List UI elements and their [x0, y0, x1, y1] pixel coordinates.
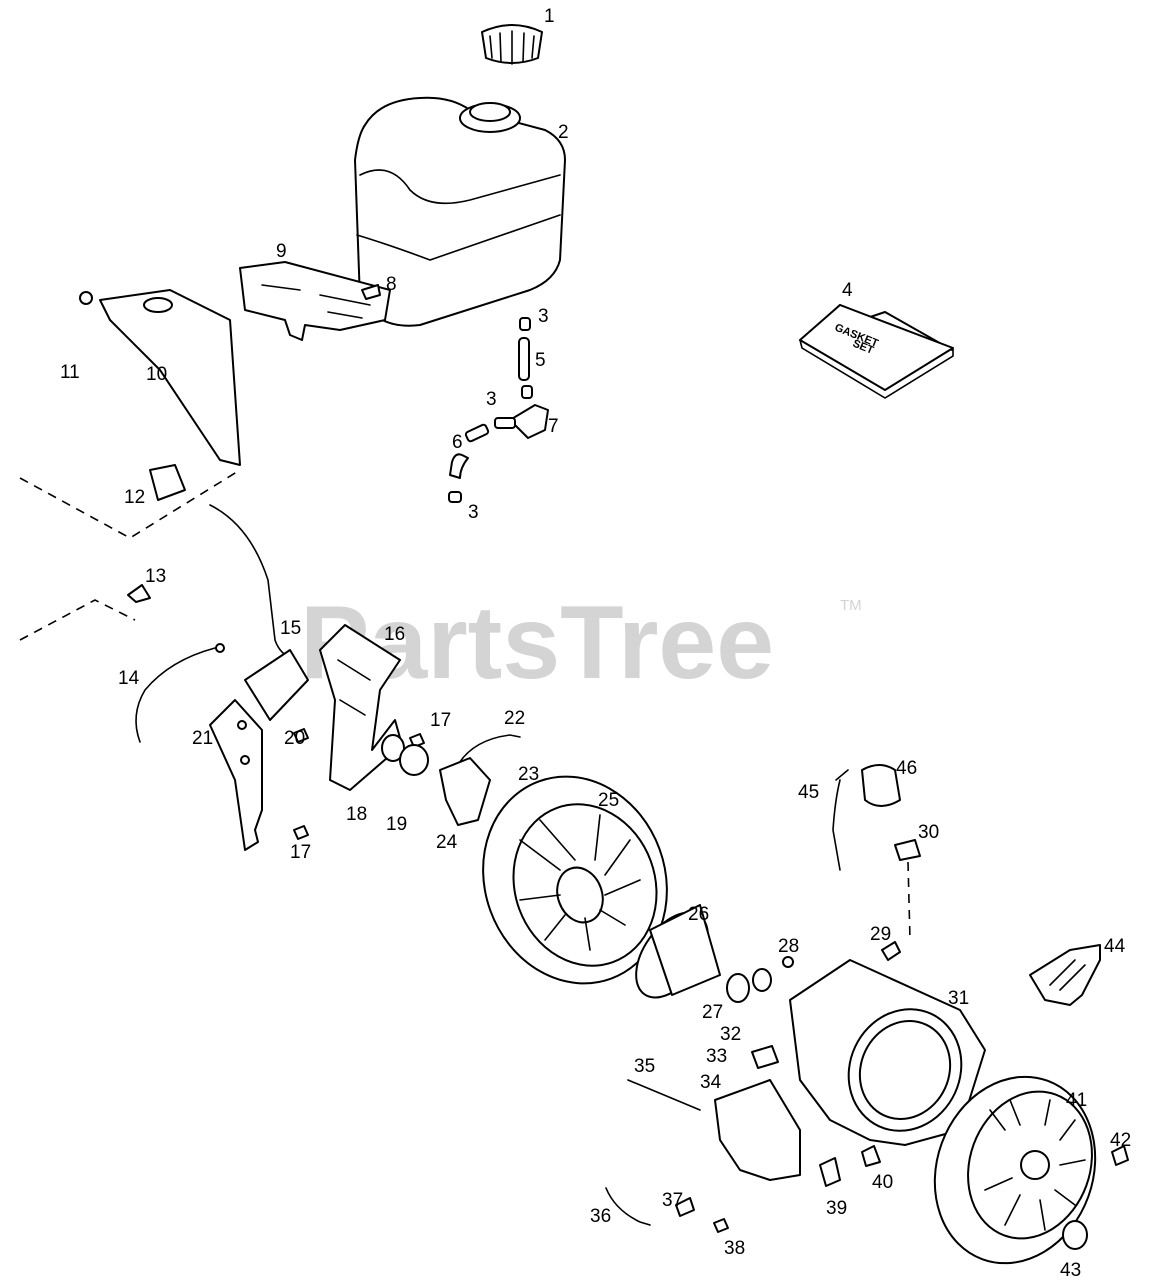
bushings[interactable] [381, 734, 429, 776]
callout-17: 17 [430, 710, 451, 731]
callout-40: 40 [872, 1172, 893, 1193]
callout-6: 6 [452, 432, 463, 453]
callout-10: 10 [146, 364, 167, 385]
starter-cup[interactable] [622, 900, 772, 1011]
callout-28: 28 [778, 936, 799, 957]
callout-27: 27 [702, 1002, 723, 1023]
fuel-line-assembly[interactable] [448, 317, 549, 503]
throttle-assembly[interactable] [605, 1079, 881, 1233]
callout-30: 30 [918, 822, 939, 843]
callout-35: 35 [634, 1056, 655, 1077]
callout-41: 41 [1066, 1090, 1087, 1111]
callout-21: 21 [192, 728, 213, 749]
recoil-starter[interactable] [909, 1054, 1121, 1280]
watermark-trademark: TM [840, 597, 862, 614]
gasket-set[interactable]: GASKET SET [799, 304, 954, 399]
callout-18: 18 [346, 804, 367, 825]
callout-17: 17 [290, 842, 311, 863]
callout-34: 34 [700, 1072, 722, 1093]
callout-24: 24 [436, 832, 458, 853]
callout-32: 32 [720, 1024, 741, 1045]
fuel-cap[interactable] [481, 24, 543, 65]
fuel-tank[interactable] [354, 96, 566, 327]
callout-2: 2 [558, 122, 569, 143]
callout-22: 22 [504, 708, 525, 729]
callout-11: 11 [60, 362, 80, 383]
upper-brackets[interactable] [79, 261, 391, 501]
callout-8: 8 [386, 274, 397, 295]
recoil-hardware[interactable] [1029, 944, 1129, 1250]
callout-25: 25 [598, 790, 619, 811]
callout-13: 13 [145, 566, 166, 587]
primer-assembly[interactable] [832, 764, 901, 871]
control-wires[interactable] [127, 504, 309, 743]
callout-3: 3 [538, 306, 549, 327]
callout-1: 1 [544, 6, 555, 27]
callout-3: 3 [468, 502, 479, 523]
dashed-guides-left [19, 469, 241, 641]
callout-43: 43 [1060, 1260, 1081, 1280]
callout-26: 26 [688, 904, 709, 925]
callout-19: 19 [386, 814, 407, 835]
callout-29: 29 [870, 924, 891, 945]
callout-20: 20 [284, 728, 305, 749]
callout-12: 12 [124, 487, 145, 508]
blower-housing[interactable] [789, 959, 986, 1149]
callout-46: 46 [896, 758, 917, 779]
callout-7: 7 [548, 416, 559, 437]
callout-45: 45 [798, 782, 819, 803]
callout-42: 42 [1110, 1130, 1131, 1151]
callout-15: 15 [280, 618, 301, 639]
callout-14: 14 [118, 668, 140, 689]
callout-4: 4 [842, 280, 853, 301]
lower-brackets[interactable] [209, 699, 425, 851]
callout-33: 33 [706, 1046, 727, 1067]
callout-31: 31 [948, 988, 969, 1009]
callout-16: 16 [384, 624, 405, 645]
housing-fasteners[interactable] [751, 839, 921, 1069]
callout-36: 36 [590, 1206, 611, 1227]
callout-39: 39 [826, 1198, 847, 1219]
callout-3: 3 [486, 389, 497, 410]
callout-38: 38 [724, 1238, 745, 1259]
callout-9: 9 [276, 241, 287, 262]
flywheel[interactable] [455, 751, 696, 1010]
callout-23: 23 [518, 764, 539, 785]
callout-5: 5 [535, 350, 546, 371]
callout-44: 44 [1104, 936, 1126, 957]
callout-37: 37 [662, 1190, 683, 1211]
callouts: 1 2 3 3 3 4 5 6 7 8 9 10 11 12 13 14 15 … [60, 6, 1131, 1280]
